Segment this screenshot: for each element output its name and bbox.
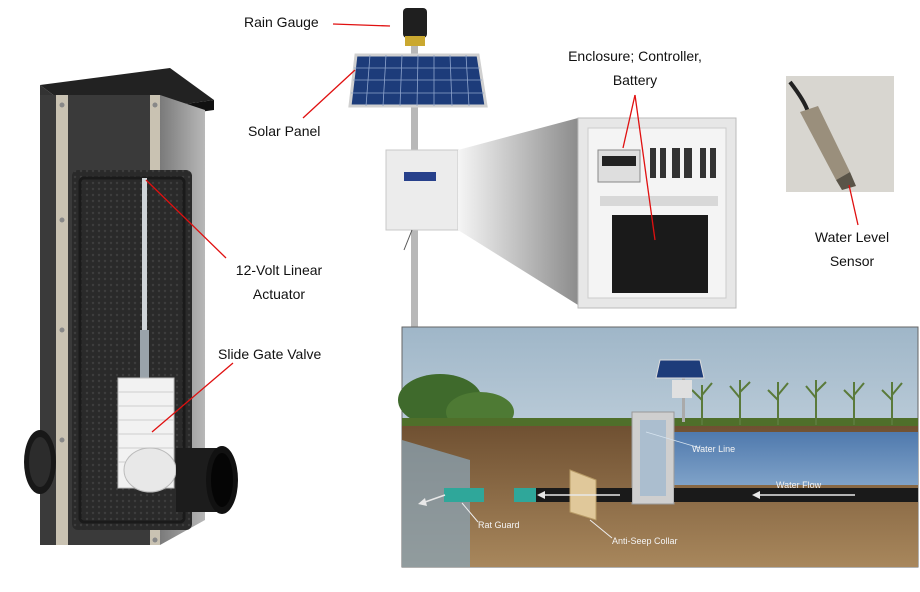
label-rain-gauge: Rain Gauge [244, 14, 319, 30]
crop-row [691, 380, 903, 425]
scene-label-water-flow: Water Flow [776, 480, 822, 490]
water-body [640, 432, 918, 485]
leader-battery [634, 94, 656, 241]
rat-guard-pipe [444, 488, 484, 502]
scene-label-water-line: Water Line [692, 444, 736, 454]
leader-controller-1 [622, 94, 636, 149]
actuator-rod [142, 178, 147, 378]
enclosure-box [385, 149, 459, 231]
water-level-sensor [800, 106, 850, 180]
leader-lines [145, 23, 859, 433]
label-slide-gate: Slide Gate Valve [218, 346, 322, 362]
leader-actuator [145, 179, 227, 259]
field-scene [398, 326, 919, 568]
sensor-photo [786, 76, 894, 192]
leader-water-sensor [848, 184, 859, 226]
label-enclosure-line1: Enclosure; Controller, [568, 48, 702, 64]
label-solar-panel: Solar Panel [248, 123, 321, 139]
label-water-level-line2: Sensor [829, 253, 875, 269]
rain-gauge [403, 8, 427, 38]
control-structure [24, 68, 238, 545]
label-actuator-line1: 12-Volt Linear [235, 262, 323, 278]
zoom-tunnel [458, 118, 578, 305]
leader-rain-gauge [332, 23, 391, 27]
leader-slide-gate [151, 362, 234, 433]
label-enclosure-line2: Battery [612, 72, 658, 88]
scene-label-rat-guard: Rat Guard [478, 520, 520, 530]
leader-solar-panel [302, 69, 356, 119]
weather-station [348, 8, 737, 328]
scene-label-anti-seep: Anti-Seep Collar [612, 536, 678, 546]
label-actuator-line2: Actuator [252, 286, 306, 302]
battery [612, 215, 708, 293]
label-water-level-line1: Water Level [814, 229, 890, 245]
